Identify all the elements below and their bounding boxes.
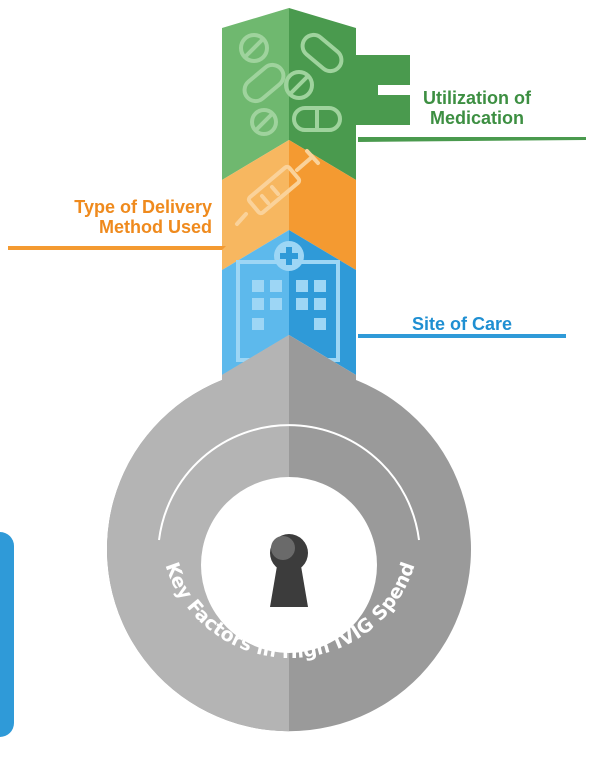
- key-head: Key Factors in High IVIG Spend: [106, 335, 472, 732]
- medication-segment-right: [289, 8, 410, 180]
- delivery-callout-line: [8, 246, 226, 250]
- medication-segment-left: [222, 8, 289, 180]
- keyhole-icon: [270, 534, 308, 607]
- callout-lines: [8, 137, 586, 338]
- medication-label: Utilization of Medication: [392, 88, 562, 128]
- delivery-segment-left: [222, 140, 289, 270]
- site-label-line-1: Site of Care: [411, 314, 513, 334]
- site-callout-line: [358, 334, 566, 338]
- site-label: Site of Care: [392, 314, 532, 334]
- delivery-segment-right: [289, 140, 356, 270]
- delivery-label: Type of Delivery Method Used: [18, 197, 212, 237]
- side-tab: [0, 532, 14, 737]
- medication-label-line-1: Utilization of: [423, 88, 531, 108]
- ring-line: [158, 424, 420, 541]
- medication-label-line-2: Medication: [429, 108, 524, 128]
- delivery-label-line-1: Type of Delivery: [74, 197, 212, 217]
- medication-callout-line: [358, 137, 586, 142]
- medication-segment: [222, 8, 410, 180]
- delivery-segment: [222, 140, 356, 270]
- syringe-icon: [235, 149, 320, 226]
- delivery-label-line-2: Method Used: [98, 217, 212, 237]
- pills-icon: [239, 32, 344, 136]
